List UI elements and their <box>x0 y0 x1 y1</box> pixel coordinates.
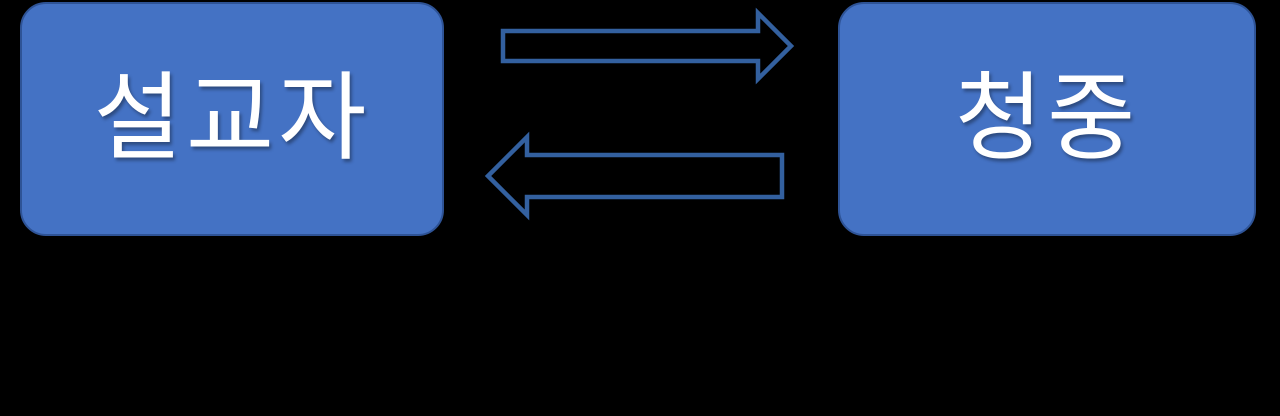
arrow-left-icon[interactable] <box>484 131 785 221</box>
node-speaker-label: 설교자 <box>93 65 371 172</box>
node-audience-label: 청중 <box>954 65 1140 172</box>
node-speaker[interactable]: 설교자 <box>20 2 444 236</box>
arrow-right-icon[interactable] <box>500 7 795 85</box>
node-audience[interactable]: 청중 <box>838 2 1256 236</box>
